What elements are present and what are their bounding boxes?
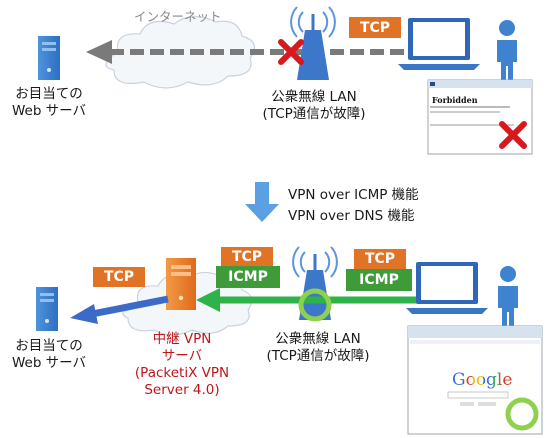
browser-error-x-icon [499,121,527,149]
relay-label-line4: Server 4.0) [144,381,220,398]
wireless-antenna-icon-bottom [292,246,338,320]
tcp-tag-left: TCP [93,267,145,287]
relay-label-line2: サーバ [161,347,203,364]
feature-vpn-icmp: VPN over ICMP 機能 [288,187,419,203]
user-person-icon [497,20,517,84]
google-browser-screenshot [407,325,543,435]
relay-vpn-server-icon [166,258,196,310]
public-wifi-label-bottom-line2: (TCP通信が故障) [266,347,370,364]
tcp-tag: TCP [349,17,401,38]
public-wifi-label: 公衆無線 LAN (TCP通信が故障) [252,89,376,123]
relay-label-line1: 中継 VPN [152,331,212,347]
dest-server-label-line2: Web サーバ [11,102,87,119]
vpn-tunnel-arrow [196,288,420,312]
icmp-tag-middle: ICMP [216,266,280,288]
public-wifi-label-line1: 公衆無線 LAN [271,89,357,105]
dest-server-label-bottom-line2: Web サーバ [11,354,87,371]
google-logo: Google [452,370,512,391]
laptop-icon-bottom [406,262,488,314]
relay-vpn-server-label: 中継 VPN サーバ (PacketiX VPN Server 4.0) [128,331,236,399]
laptop-icon [398,18,480,70]
relay-to-server-arrow [70,295,169,324]
browser-forbidden-text: Forbidden [432,95,478,105]
internet-label: インターネット [134,9,222,24]
dest-server-label-line1: お目当ての [15,86,83,102]
feature-vpn-dns: VPN over DNS 機能 [288,208,415,224]
success-circle-icon [298,288,332,322]
public-wifi-label-line2: (TCP通信が故障) [262,105,366,122]
tcp-tag-middle: TCP [221,247,273,267]
public-wifi-label-bottom-line1: 公衆無線 LAN [275,331,361,347]
wireless-antenna-icon [290,6,336,80]
tcp-tag-right: TCP [354,249,406,269]
relay-label-line3: (PacketiX VPN [134,364,230,381]
web-server-icon-bottom [36,287,58,331]
web-server-icon [38,36,60,80]
transition-down-arrow [245,182,279,222]
dest-server-label-bottom: お目当ての Web サーバ [8,338,90,372]
icmp-tag-right: ICMP [346,269,412,291]
forbidden-browser-screenshot [427,79,533,155]
dest-server-label: お目当ての Web サーバ [8,86,90,120]
dest-server-label-bottom-line1: お目当ての [15,338,83,354]
browser-success-circle-icon [505,397,539,431]
broken-connection-arrow [86,40,405,64]
google-logo-text: Google [452,370,513,390]
public-wifi-label-bottom: 公衆無線 LAN (TCP通信が故障) [256,331,380,365]
failure-x-icon [278,39,304,65]
user-person-icon-bottom [498,266,518,330]
